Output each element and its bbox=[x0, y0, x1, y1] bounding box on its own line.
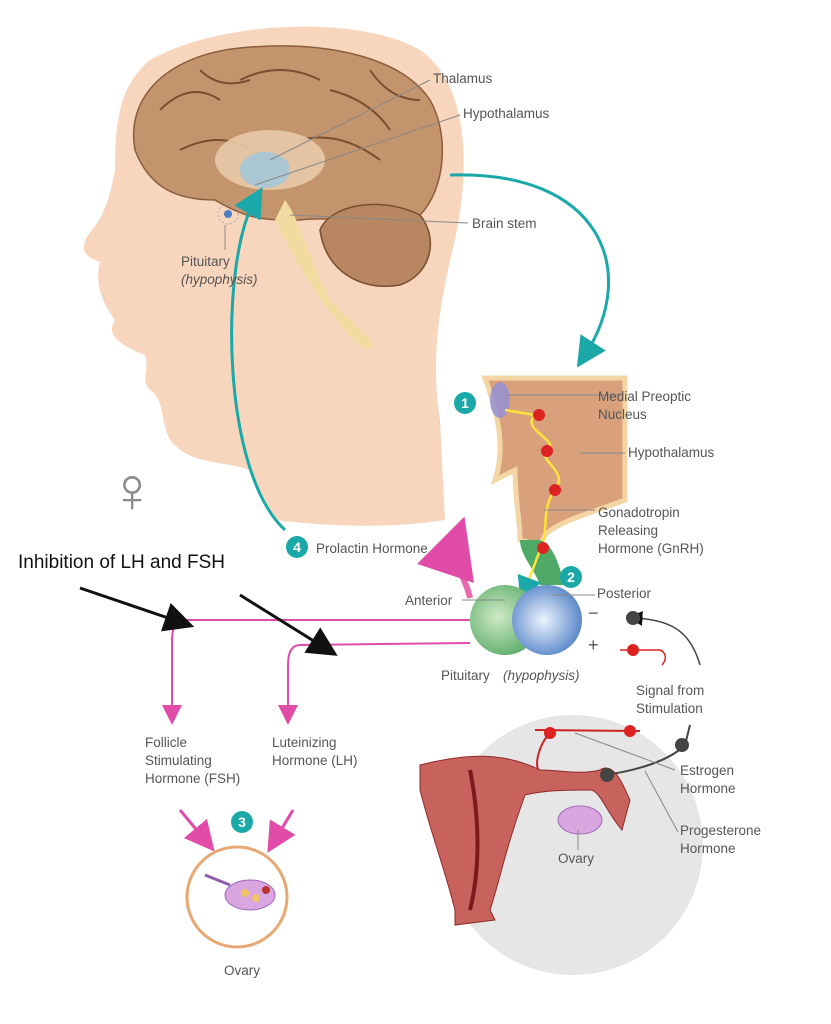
label-fsh-3: Hormone (FSH) bbox=[145, 771, 241, 786]
plus-sign: + bbox=[588, 635, 599, 655]
ovary-small-icon bbox=[224, 879, 276, 911]
hypothalamus-panel bbox=[481, 375, 628, 548]
step-badge-4: 4 bbox=[286, 536, 308, 558]
label-signal-2: Stimulation bbox=[636, 701, 703, 716]
label-progesterone-1: Progesterone bbox=[680, 823, 762, 838]
plus-markers bbox=[533, 409, 561, 554]
label-hypothalamus-brain: Hypothalamus bbox=[463, 106, 550, 121]
female-symbol-icon: ♀ bbox=[108, 454, 156, 526]
step-badge-2: 2 bbox=[560, 566, 582, 588]
label-posterior: Posterior bbox=[597, 586, 652, 601]
label-ovary-small: Ovary bbox=[224, 963, 261, 978]
label-gnrh-2: Releasing bbox=[598, 523, 659, 538]
cerebellum bbox=[319, 203, 432, 287]
step-badge-3: 3 bbox=[231, 811, 253, 833]
ovary-in-uterus bbox=[557, 805, 603, 835]
arrow-prolactin-to-brain bbox=[230, 187, 287, 532]
label-fsh-1: Follicle bbox=[145, 735, 188, 750]
brain-stem bbox=[275, 200, 375, 350]
arrow-brain-to-hypothalamus bbox=[449, 173, 610, 368]
label-signal-1: Signal from bbox=[636, 683, 705, 698]
label-estrogen-1: Estrogen bbox=[680, 763, 735, 778]
label-pituitary: Pituitary bbox=[441, 668, 490, 683]
label-hypophysis-brain: (hypophysis) bbox=[181, 272, 258, 287]
label-brain-stem: Brain stem bbox=[472, 216, 537, 231]
minus-sign: − bbox=[588, 603, 599, 623]
label-lh-1: Luteinizing bbox=[272, 735, 337, 750]
label-medial-preoptic-2: Nucleus bbox=[598, 407, 647, 422]
label-ovary-uterus: Ovary bbox=[558, 851, 595, 866]
label-progesterone-2: Hormone bbox=[680, 841, 736, 856]
label-thalamus: Thalamus bbox=[433, 71, 493, 86]
step-badge-1: 1 bbox=[454, 392, 476, 414]
label-hypophysis: (hypophysis) bbox=[503, 668, 580, 683]
posterior-pituitary bbox=[512, 585, 582, 655]
uterus bbox=[419, 755, 631, 926]
pituitary-stalk bbox=[520, 540, 565, 585]
label-fsh-2: Stimulating bbox=[145, 753, 212, 768]
label-lh-2: Hormone (LH) bbox=[272, 753, 358, 768]
label-estrogen-2: Hormone bbox=[680, 781, 736, 796]
label-gnrh-1: Gonadotropin bbox=[598, 505, 680, 520]
label-inhibition: Inhibition of LH and FSH bbox=[18, 552, 226, 573]
label-hypothalamus: Hypothalamus bbox=[628, 445, 715, 460]
label-gnrh-3: Hormone (GnRH) bbox=[598, 541, 704, 556]
label-prolactin: Prolactin Hormone bbox=[316, 541, 428, 556]
label-anterior: Anterior bbox=[405, 593, 453, 608]
label-pituitary-brain: Pituitary bbox=[181, 254, 230, 269]
label-medial-preoptic: Medial Preoptic bbox=[598, 389, 692, 404]
